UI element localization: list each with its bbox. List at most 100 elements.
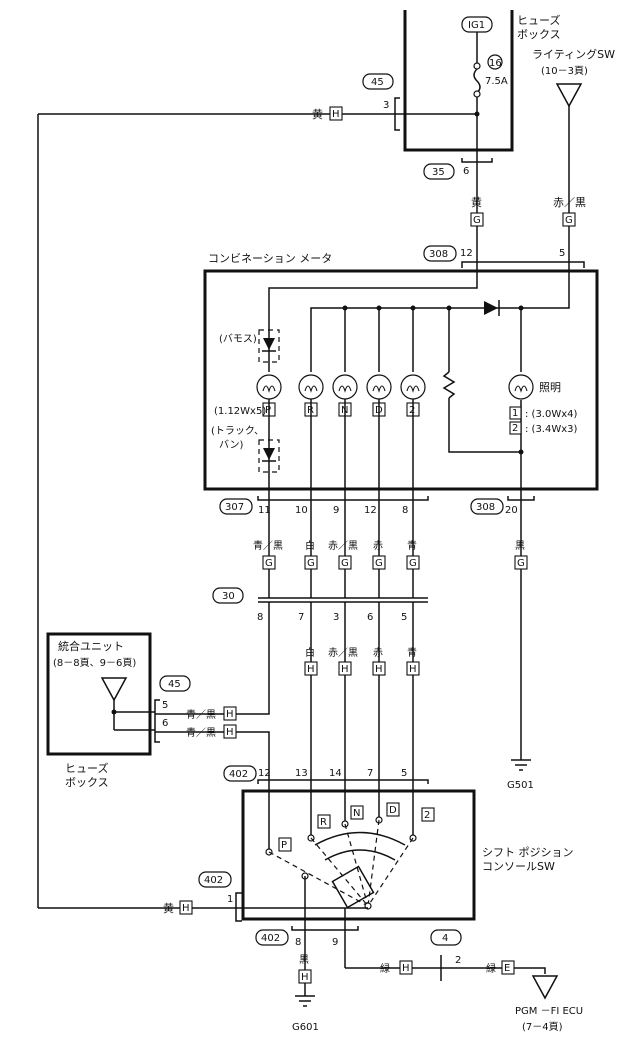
integrated-unit-label: 統合ユニット	[58, 639, 124, 653]
lighting-switch-triangle	[555, 83, 583, 108]
ecu-triangle	[531, 975, 559, 1000]
illumination-label: 照明	[539, 381, 561, 394]
int-h-2: H	[226, 727, 234, 738]
int-h-1: H	[226, 709, 234, 720]
wire-label-1: 青／黒	[253, 539, 283, 552]
illum-rating-1: : (3.0Wx4)	[525, 409, 578, 420]
h-1: H	[307, 664, 315, 675]
pamos-diode-box	[258, 329, 280, 363]
sw-pin-14: 14	[329, 768, 342, 779]
meter-top-pin-5: 5	[559, 248, 565, 259]
j30-pin-8: 8	[257, 612, 263, 623]
fuse-box-label-2: ボックス	[517, 28, 561, 41]
g-5: G	[409, 558, 417, 569]
sw-conn-402-bottom: 402	[261, 933, 280, 944]
conn-h-bottom: H	[182, 903, 190, 914]
ecu-e: E	[504, 963, 510, 974]
sw-conn-402-top: 402	[229, 769, 248, 780]
bulb-letter-p: P	[265, 405, 271, 416]
switch-connector-left: 402 1	[198, 871, 242, 922]
fuse-rating: 7.5A	[485, 76, 508, 87]
switch-connector-top: 402 12 13 14 7 5	[223, 765, 429, 784]
fuse-number: 16	[489, 58, 502, 69]
pamos-label: (バモス)	[219, 333, 257, 345]
wire-redblack-lighting: 赤／黒	[553, 196, 586, 209]
ground-g501: 黒 G G501	[507, 500, 534, 791]
connector-35: 35 6 黄 G	[423, 158, 493, 262]
fuse-number-badge	[487, 54, 503, 70]
ecu-pin-2: 2	[455, 955, 461, 966]
sw-pos-r: R	[320, 817, 327, 828]
g-1: G	[265, 558, 273, 569]
ground-g601: 黒 H G601	[292, 954, 319, 1033]
sw-pin-8: 8	[295, 937, 301, 948]
int-pin-5: 5	[162, 700, 168, 711]
j30-pin-6: 6	[367, 612, 373, 623]
ecu-ref: (7－4頁)	[522, 1021, 563, 1033]
diode-symbol	[484, 301, 498, 315]
sw-pin-12: 12	[258, 768, 271, 779]
integrated-unit-ref: (8－8頁、9－6頁)	[53, 657, 136, 669]
switch-arc-outer	[314, 831, 406, 846]
int-fuse-label-2: ボックス	[65, 776, 109, 789]
sw-pin-5: 5	[401, 768, 407, 779]
ig1-label: IG1	[468, 20, 485, 31]
wire-label-6: 白	[305, 646, 315, 659]
truck-label-1: (トラック、	[211, 425, 264, 437]
conn-g-yellow: G	[473, 215, 481, 226]
meter-top-pin-12: 12	[460, 248, 473, 259]
ecu-label: PGM －FI ECU	[515, 1006, 583, 1017]
wire-label-7: 赤／黒	[328, 647, 358, 659]
switch-label-1: シフト ポジション	[482, 846, 574, 859]
wire-label-8: 赤	[373, 647, 383, 659]
connector-45-top: 45 3	[362, 73, 400, 131]
integrated-unit-triangle	[100, 677, 128, 702]
pin-11: 11	[258, 505, 271, 516]
conn-308-bottom: 308	[476, 502, 495, 513]
sw-conn-402-left: 402	[204, 875, 223, 886]
ecu-conn-4: 4	[442, 933, 448, 944]
conn-308-top: 308	[429, 249, 448, 260]
pin-6-label: 6	[463, 166, 469, 177]
wire-label-5: 青	[407, 539, 417, 552]
junction-to-switch-wires: 白 赤／黒 赤 青 H H H H	[225, 602, 420, 780]
sw-pin-1: 1	[227, 894, 233, 905]
pin-9: 9	[333, 505, 339, 516]
int-wire-2: 青／黒	[186, 726, 216, 739]
conn-h-top: H	[332, 109, 340, 120]
conn-g-lighting: G	[565, 215, 573, 226]
wire-green-1: 緑	[380, 962, 390, 975]
sw-pin-9: 9	[332, 937, 338, 948]
j30-pin-7: 7	[298, 612, 304, 623]
switch-label-2: コンソールSW	[482, 860, 555, 873]
bulb-rating: (1.12Wx5)	[214, 406, 266, 417]
yellow-wire-left: 黄 H 黄 H	[37, 106, 395, 915]
wire-black-g501: 黒	[515, 540, 525, 552]
h-4: H	[409, 664, 417, 675]
conn-45-top-label: 45	[371, 77, 384, 88]
switch-arc-inner	[324, 849, 396, 861]
ecu-wire: 緑 H 4 2 緑 E PGM －FI ECU (7－4頁)	[345, 929, 583, 1033]
wire-label-2: 白	[305, 539, 315, 552]
wire-yellow-g: 黄	[471, 195, 482, 209]
bulb-illumination: 照明	[508, 374, 561, 400]
junction-30: 30 8 7 3 6 5	[212, 587, 428, 623]
meter-label: コンビネーション メータ	[208, 252, 332, 265]
conn-35-label: 35	[432, 167, 445, 178]
j30-pin-5: 5	[401, 612, 407, 623]
g601-label: G601	[292, 1022, 319, 1033]
g-2: G	[307, 558, 315, 569]
int-pin-6: 6	[162, 718, 168, 729]
lighting-switch: ライティングSW (10－3頁) 赤／黒 G	[532, 47, 615, 262]
int-conn-45: 45	[168, 679, 181, 690]
wire-label-4: 赤	[373, 540, 383, 552]
truck-diode-box	[258, 439, 280, 473]
wire-black-g601: 黒	[299, 954, 309, 966]
g501-label: G501	[507, 780, 534, 791]
pin-20: 20	[505, 505, 518, 516]
sw-pin-7: 7	[367, 768, 373, 779]
ecu-h: H	[402, 963, 410, 974]
wire-label-3: 赤／黒	[328, 540, 358, 552]
wire-yellow-bottom: 黄	[163, 901, 174, 915]
